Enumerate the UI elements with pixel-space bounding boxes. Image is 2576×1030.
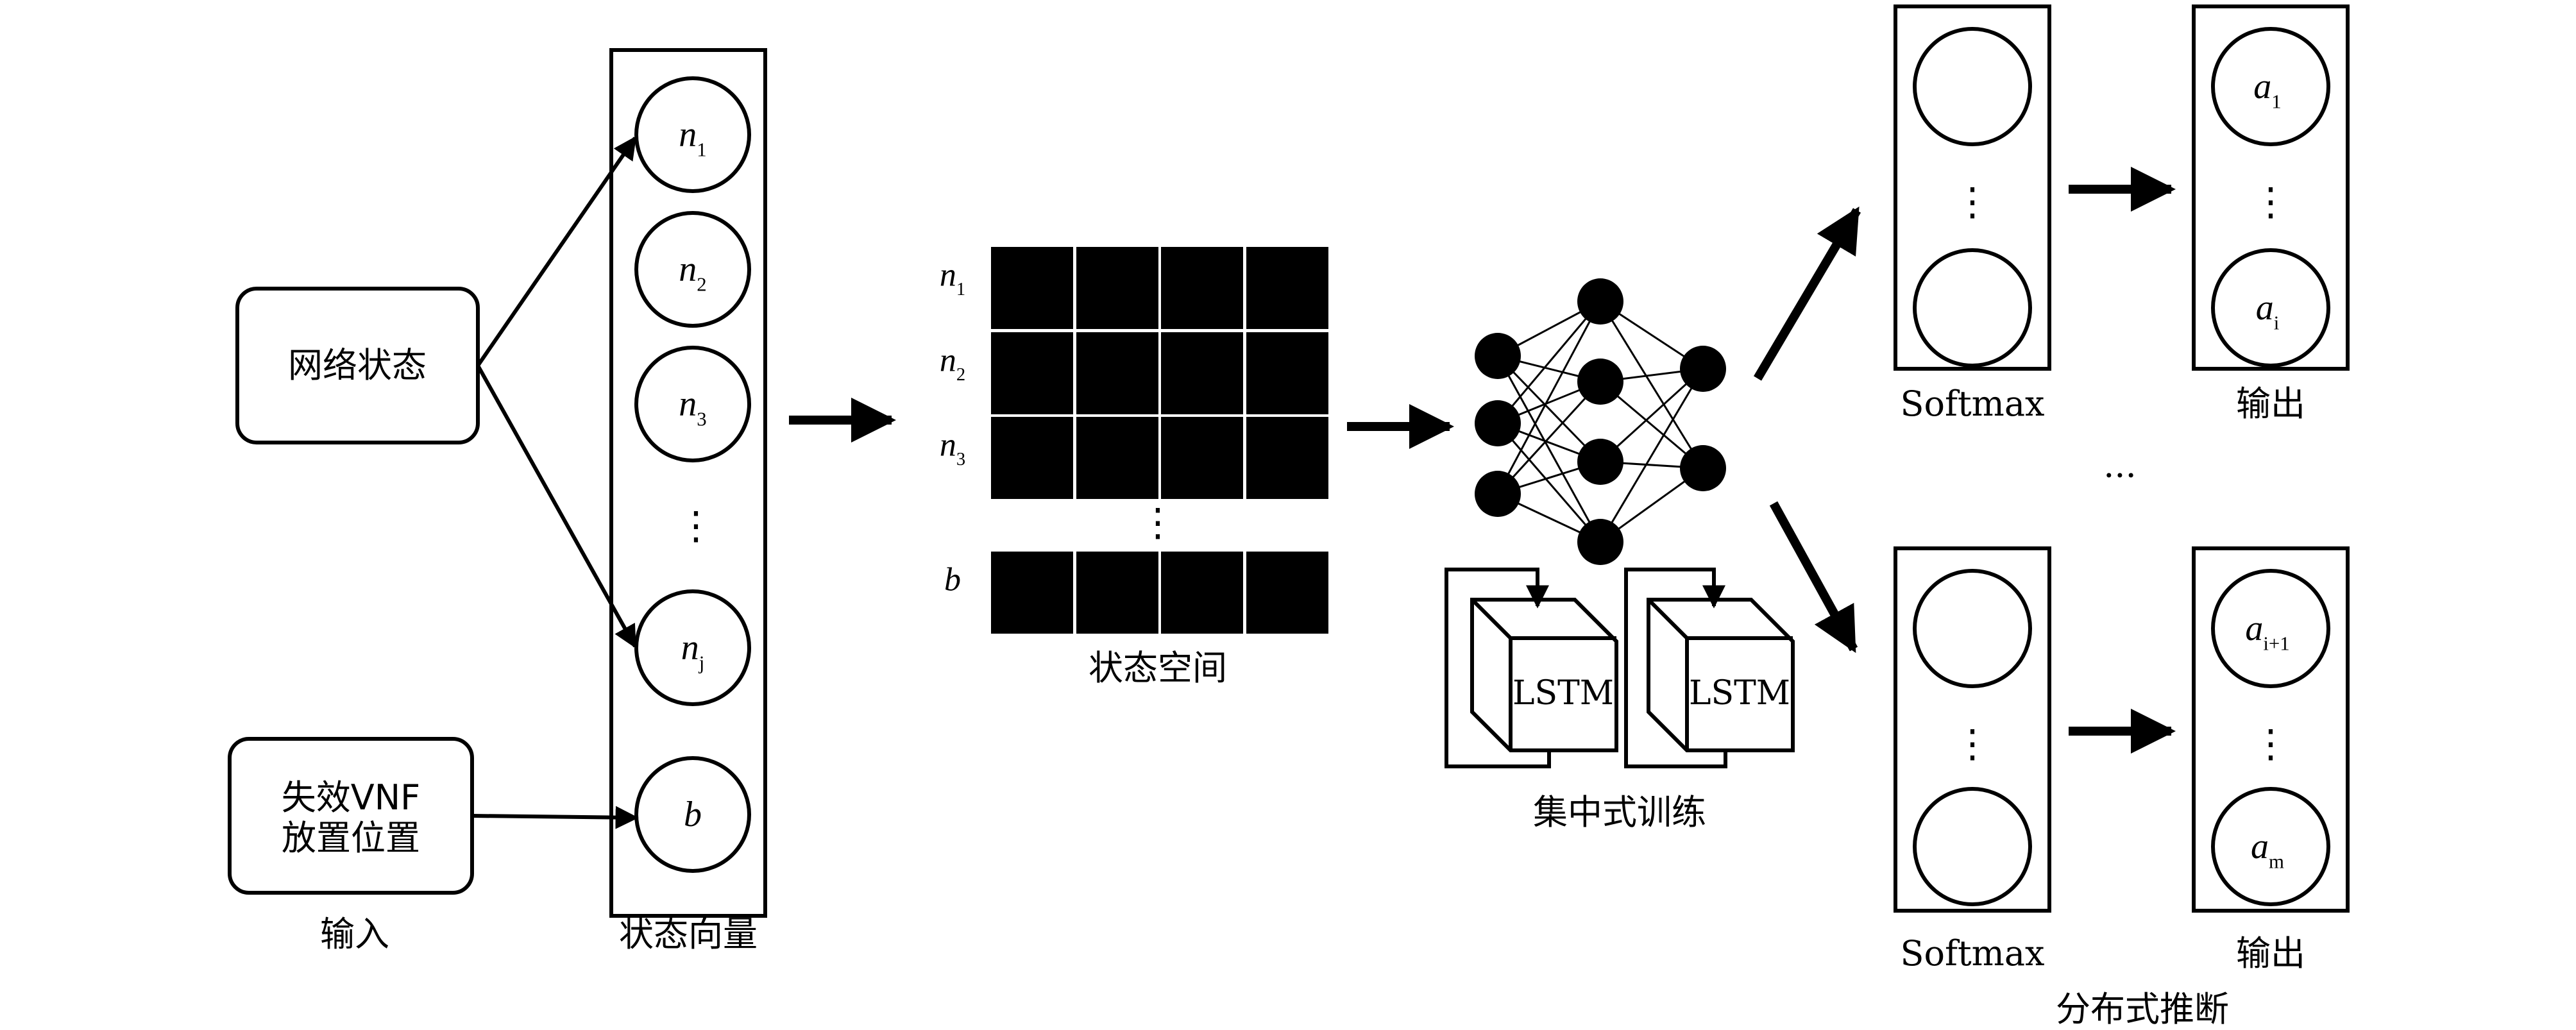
nn-neuron (1577, 439, 1623, 485)
nn-neuron (1680, 445, 1726, 491)
state-space-cell (1161, 247, 1243, 329)
arrow-to-b (471, 806, 639, 829)
state-space-cell (1161, 552, 1243, 634)
nn-edge (1496, 301, 1602, 494)
output-node (2211, 787, 2330, 906)
state-space-cell (1161, 417, 1243, 499)
nn-edge (1599, 301, 1704, 469)
nn-edge (1496, 355, 1602, 463)
state-space-row-label: n1 (940, 257, 965, 300)
state-vector-node-label: n2 (679, 249, 706, 296)
state-space-cell (1076, 417, 1158, 499)
state-space-cell (1076, 332, 1158, 414)
output-label-ai1: ai+1 (2245, 609, 2289, 655)
state-space-cell (1246, 247, 1328, 329)
softmax-box-bottom (1894, 546, 2051, 913)
state-space-caption: 状态空间 (1089, 648, 1227, 688)
state-vector-caption: 状态向量 (619, 914, 758, 954)
state-space-cell (1076, 552, 1158, 634)
lstm-label-1: LSTM (1513, 674, 1614, 713)
softmax-node (1913, 248, 2032, 367)
output-node (2211, 248, 2330, 367)
centralized-training: LSTM LSTM 集中式训练 (1445, 278, 1795, 832)
inference-caption: 分布式推断 (2056, 989, 2229, 1029)
output-label-top: 输出 (2236, 384, 2305, 424)
state-space-row-label: n3 (940, 427, 965, 470)
lstm-block-1: LSTM (1445, 568, 1618, 768)
softmax-box-top (1894, 4, 2051, 371)
output-label-am: am (2251, 827, 2284, 873)
state-space-cell (1246, 332, 1328, 414)
softmax-vdots-top: ⋮ (1953, 180, 1992, 224)
softmax-node (1913, 569, 2032, 688)
arrow-to-n1 (476, 136, 637, 367)
nn-edge (1496, 355, 1602, 543)
state-vector-node (634, 346, 751, 462)
state-space-row-label: n2 (940, 342, 965, 385)
nn-edge (1599, 368, 1704, 543)
distributed-inference: ⋮ Softmax a1 ⋮ ai 输出 ··· ⋮ Softmax ai+1 … (1894, 4, 2350, 1029)
nn-edge (1496, 380, 1602, 495)
state-vector: n1 n2 n3 ⋮ nj b 状态向量 (609, 48, 767, 954)
lstm-label-2: LSTM (1689, 674, 1790, 713)
state-vector-vdots: ⋮ (677, 503, 715, 548)
nn-neuron (1680, 346, 1726, 392)
state-space-row-label: b (944, 562, 961, 598)
output-vdots-bottom: ⋮ (2251, 722, 2290, 766)
state-space-cell (991, 332, 1073, 414)
nn-neuron (1577, 278, 1623, 325)
nn-edge (1496, 423, 1602, 543)
arrow-to-top-softmax (1753, 206, 1861, 381)
state-space-cell (991, 417, 1073, 499)
nn-neuron (1475, 471, 1521, 517)
softmax-label-top: Softmax (1900, 384, 2044, 424)
nn-edge (1496, 301, 1602, 424)
nn-neuron (1577, 359, 1623, 405)
lstm-block-2: LSTM (1624, 568, 1795, 768)
output-box-top (2192, 4, 2350, 371)
state-space-cell (1161, 332, 1243, 414)
arrow-to-bottom-softmax (1769, 501, 1858, 654)
state-vector-node (634, 589, 751, 706)
input-caption: 输入 (320, 914, 389, 954)
state-space-vdots: ⋮ (1139, 500, 1177, 545)
softmax-node (1913, 787, 2032, 906)
state-vector-node (634, 76, 751, 193)
state-space-cell (991, 552, 1073, 634)
output-node (2211, 27, 2330, 146)
state-space-cell (1076, 247, 1158, 329)
failed-vnf-label-line2: 放置位置 (282, 818, 420, 858)
state-vector-node-label: b (684, 795, 702, 834)
nn-neuron (1475, 400, 1521, 446)
training-caption: 集中式训练 (1533, 792, 1706, 832)
state-vector-node (634, 756, 751, 873)
softmax-node (1913, 27, 2032, 146)
failed-vnf-label-line1: 失效VNF (282, 777, 420, 818)
output-node (2211, 569, 2330, 688)
network-state-label: 网络状态 (288, 345, 427, 385)
output-box-bottom (2192, 546, 2350, 913)
input-section: 网络状态 失效VNF 放置位置 输入 (228, 136, 639, 954)
state-space: n1 n2 n3 b ⋮ 状态空间 (940, 247, 1328, 688)
state-space-cell (1246, 417, 1328, 499)
output-label-bottom: 输出 (2236, 933, 2305, 974)
state-vector-box (609, 48, 767, 918)
output-vdots-top: ⋮ (2251, 180, 2290, 224)
nn-neuron (1577, 519, 1623, 565)
state-space-cell (991, 247, 1073, 329)
output-label-a1: a1 (2253, 67, 2281, 113)
between-groups-dots: ··· (2103, 455, 2137, 496)
state-vector-node-label: n1 (679, 115, 706, 161)
softmax-label-bottom: Softmax (1900, 933, 2044, 974)
state-vector-node-label: n3 (679, 384, 706, 430)
state-vector-node-label: nj (681, 628, 705, 674)
state-vector-node (634, 211, 751, 328)
arrow-to-nj (476, 364, 637, 649)
state-space-cell (1246, 552, 1328, 634)
softmax-vdots-bottom: ⋮ (1953, 722, 1992, 766)
output-label-ai: ai (2256, 288, 2280, 334)
nn-neuron (1475, 333, 1521, 379)
